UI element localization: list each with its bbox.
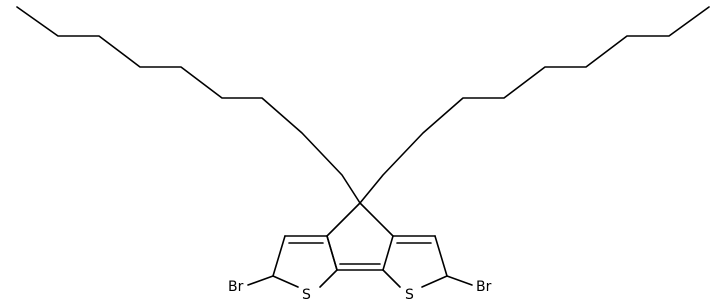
cyclopentadiene-ring — [326, 202, 394, 271]
left-dodecyl-chain — [16, 6, 361, 204]
sulfur-right-label: S — [405, 287, 414, 303]
bromine-left-label: Br — [228, 279, 244, 295]
right-thiophene-ring — [382, 235, 473, 288]
sulfur-left-label: S — [302, 287, 311, 303]
right-dodecyl-chain — [359, 6, 710, 204]
left-thiophene-ring — [247, 235, 338, 288]
bromine-right-label: Br — [476, 279, 492, 295]
